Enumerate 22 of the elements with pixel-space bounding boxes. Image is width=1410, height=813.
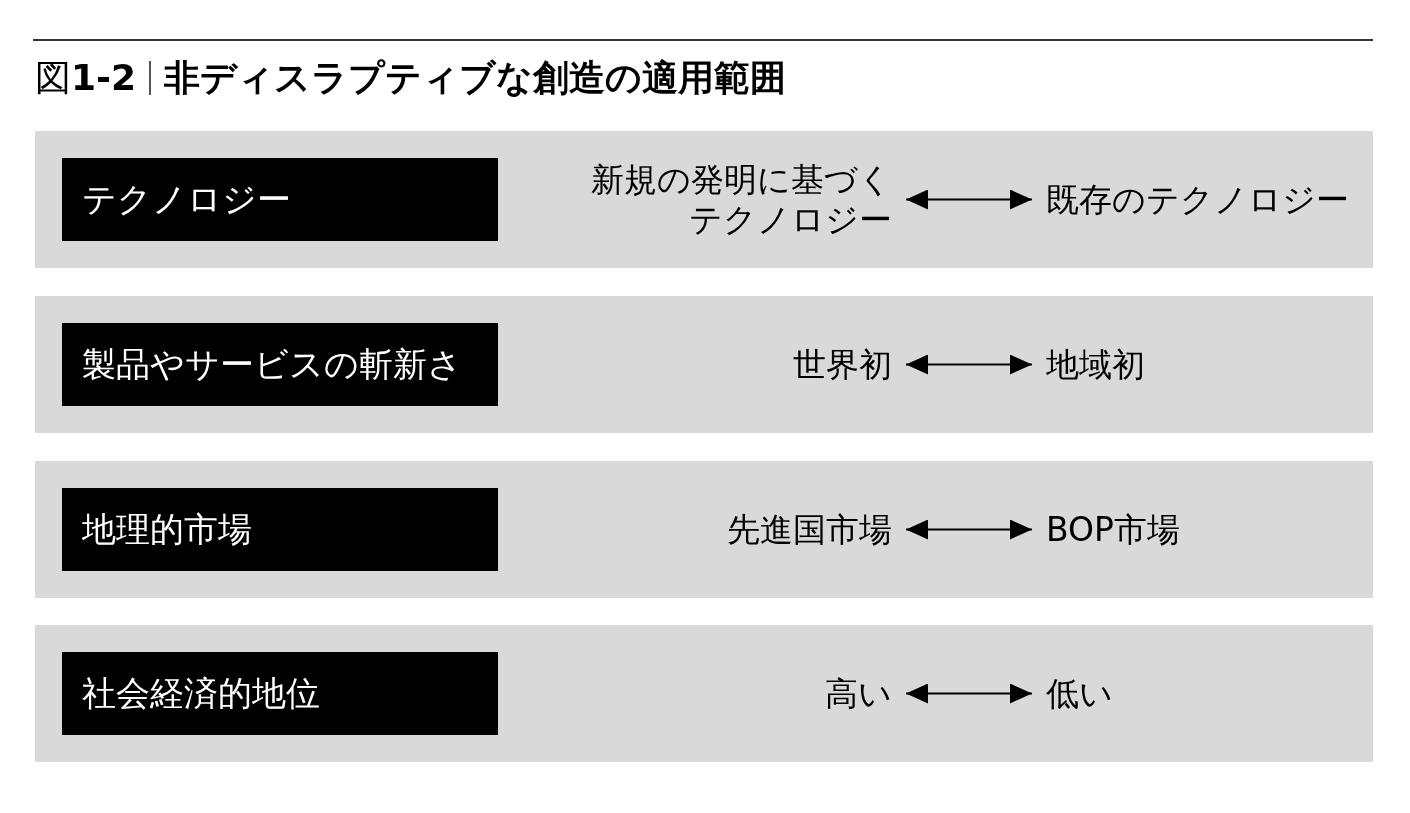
double-arrow (905, 683, 1033, 704)
row-band (35, 461, 1373, 598)
double-arrow (905, 354, 1033, 375)
category-box: 社会経済的地位 (62, 652, 498, 735)
row-band (35, 625, 1373, 762)
pole-label: 高い (825, 673, 892, 714)
pole-label: 地域初 (1046, 344, 1145, 385)
pole-label: 先進国市場 (727, 509, 892, 550)
pole-label: 既存のテクノロジー (1046, 179, 1349, 220)
pole-label: 新規の発明に基づくテクノロジー (582, 159, 892, 240)
figure-number: 図1-2 (35, 56, 137, 100)
pole-label: 世界初 (793, 344, 892, 385)
title: 非ディスラプティブな創造の適用範囲 (164, 56, 787, 100)
pole-label: BOP市場 (1046, 509, 1180, 550)
category-box: 製品やサービスの斬新さ (62, 323, 498, 406)
double-arrow (905, 519, 1033, 540)
row-band (35, 131, 1373, 268)
double-arrow (905, 189, 1033, 210)
category-box: 地理的市場 (62, 488, 498, 571)
category-box: テクノロジー (62, 158, 498, 241)
row-band (35, 296, 1373, 433)
pole-label: 低い (1046, 673, 1113, 714)
